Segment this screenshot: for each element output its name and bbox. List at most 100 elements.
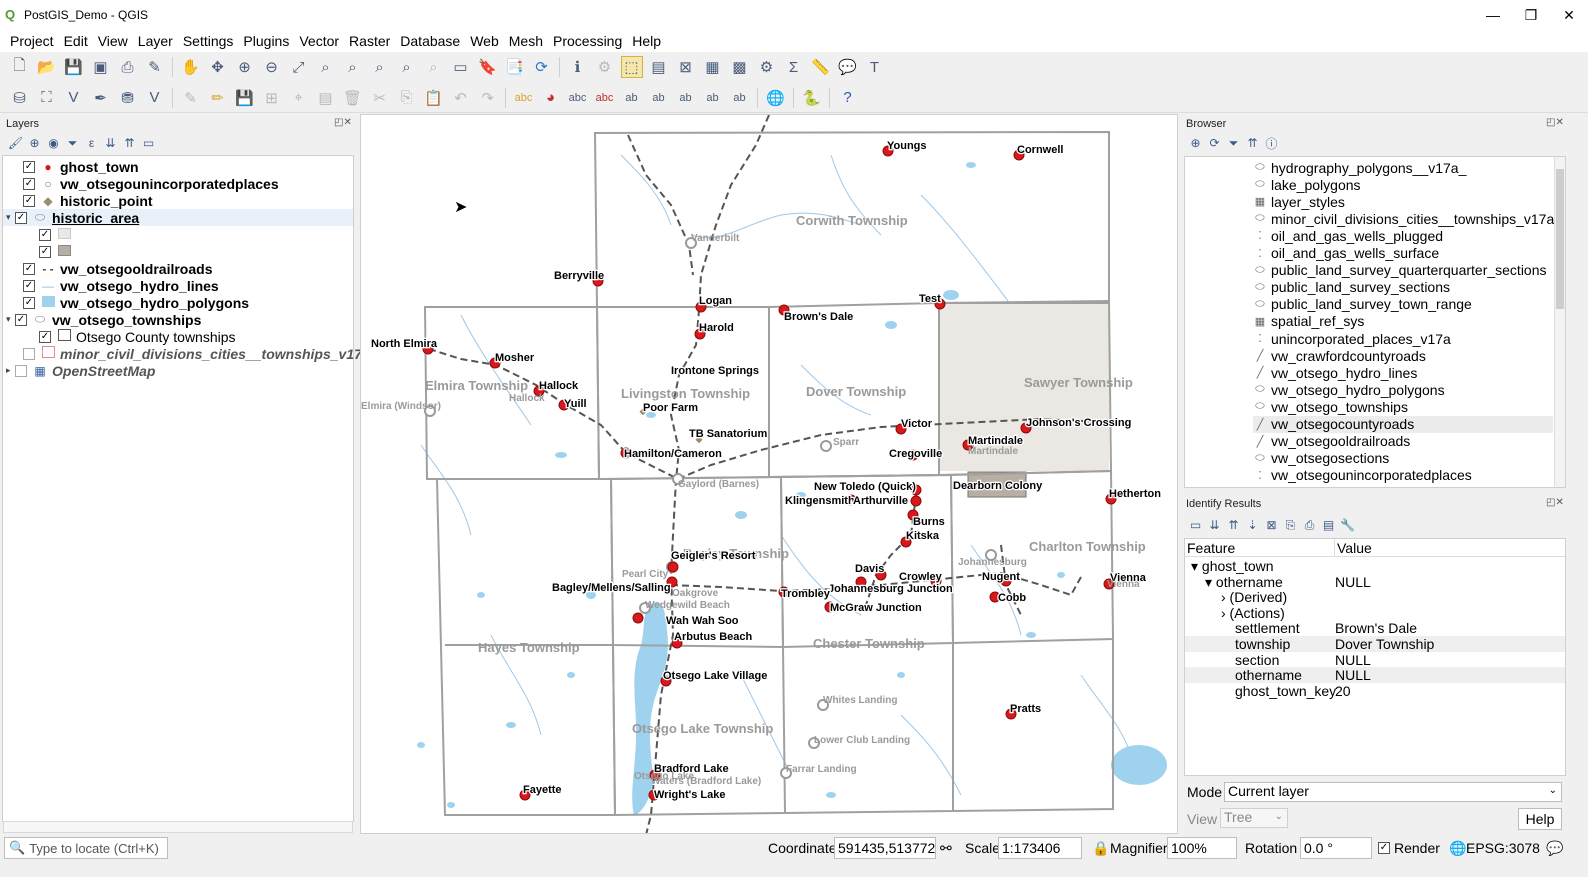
style-layer-icon[interactable]: 🖌 [7,136,24,150]
redo-icon[interactable]: ↷ [481,89,494,107]
save-project-icon[interactable]: 💾 [64,59,83,76]
magnifier-field[interactable]: 100% [1167,837,1237,859]
remove-layer-icon[interactable]: ▭ [142,136,155,150]
save-edits-icon[interactable]: 💾 [235,89,254,107]
measure-icon[interactable]: 📏 [811,59,830,76]
layers-horizontal-scrollbar[interactable] [3,821,353,833]
identify-row[interactable]: ▾ ghost_town [1185,558,1565,574]
close-button[interactable]: ✕ [1563,6,1575,23]
label-layer-icon[interactable]: abc [568,91,587,104]
lock-icon[interactable]: 🔒 [1092,840,1110,856]
menu-mesh[interactable]: Mesh [508,33,543,49]
zoom-next-icon[interactable]: ⌕ [429,58,438,76]
browser-item[interactable]: ⬭vw_otsego_hydro_polygons [1253,381,1444,398]
refresh-icon[interactable]: ⟳ [535,59,548,76]
pin-labels-icon[interactable]: ab [625,91,638,104]
menu-settings[interactable]: Settings [182,33,234,49]
help-button[interactable]: Help [1518,808,1562,830]
collapse-all-icon[interactable]: ⇈ [1247,136,1258,150]
save-as-icon[interactable]: ▣ [93,59,108,76]
browser-item[interactable]: ⬭vw_otsegosections [1253,450,1389,467]
add-group-icon[interactable]: ⊕ [29,136,40,150]
identify-panel-float-close[interactable]: ◰✕ [1546,497,1564,508]
layers-panel-float-close[interactable]: ◰✕ [334,117,352,128]
collapse-all-icon[interactable]: ⇈ [124,136,135,150]
menu-layer[interactable]: Layer [137,33,173,49]
menu-web[interactable]: Web [470,33,499,49]
delete-selected-icon[interactable]: 🗑 [342,89,363,107]
dearborn-colony-polygon[interactable] [967,471,1027,498]
copy-icon[interactable]: ⎘ [400,89,413,106]
identify-row[interactable]: › (Derived) [1185,589,1565,605]
print-layout-icon[interactable]: ⎙ [121,58,134,76]
open-form-icon[interactable]: ▭ [1189,518,1202,532]
browser-item[interactable]: ⁚oil_and_gas_wells_surface [1253,245,1439,262]
clear-results-icon[interactable]: ⊠ [1266,518,1277,532]
rotation-field[interactable]: 0.0 ° [1300,837,1372,859]
locator-search-input[interactable]: 🔍 Type to locate (Ctrl+K) [4,837,168,859]
crs-toggle-icon[interactable]: ⚯ [940,840,952,856]
paste-icon[interactable]: 📋 [424,89,443,107]
pan-icon[interactable]: ✋ [181,59,200,76]
layer-item-ghost-town[interactable]: ✓ ● ghost_town [11,158,139,175]
filter-icon[interactable]: ⏷ [1228,135,1239,150]
rotate-label-icon[interactable]: ab [706,91,719,104]
layer-checkbox[interactable]: ✓ [39,245,51,258]
browser-item[interactable]: ╱vw_otsegooldrailroads [1253,433,1411,450]
highlight-labels-icon[interactable]: abc [595,91,614,104]
zoom-in-icon[interactable]: ⊕ [238,59,251,76]
expand-new-icon[interactable]: ⇣ [1247,518,1258,532]
minimize-button[interactable]: — [1486,7,1500,23]
python-console-icon[interactable]: 🐍 [802,89,821,107]
menu-plugins[interactable]: Plugins [243,33,290,49]
layer-item-townships[interactable]: ▾✓ ⬭ vw_otsego_townships [6,311,202,328]
add-vector-icon[interactable]: V [68,89,79,106]
select-by-value-icon[interactable]: ▤ [651,59,666,76]
select-features-icon[interactable]: ▤ [1322,518,1335,532]
current-edits-icon[interactable]: ✎ [184,89,197,107]
text-annotation-icon[interactable]: T [869,58,880,76]
browser-item[interactable]: ╱vw_otsego_hydro_lines [1253,364,1418,381]
menu-database[interactable]: Database [400,33,461,49]
run-action-icon[interactable]: ⚙ [597,59,612,76]
townships-class[interactable]: ✓ Otsego County townships [39,328,236,345]
menu-vector[interactable]: Vector [299,33,340,49]
add-db-layer-icon[interactable]: ⛃ [121,89,134,107]
help-icon[interactable]: ? [843,89,852,106]
browser-item[interactable]: ⁚unincorporated_places_v17a [1253,330,1451,347]
layer-checkbox[interactable]: ✓ [39,330,51,343]
change-label-icon[interactable]: ab [733,91,746,104]
refresh-icon[interactable]: ⟳ [1209,136,1220,150]
filter-legend-icon[interactable]: ⏷ [67,135,78,150]
settings-icon[interactable]: 🔧 [1340,518,1355,532]
layer-checkbox[interactable] [23,347,35,360]
crs-label[interactable]: EPSG:3078 [1466,840,1540,856]
vertex-tool-icon[interactable]: ⌖ [294,89,303,106]
expand-tree-icon[interactable]: ⇊ [1209,518,1220,532]
menu-view[interactable]: View [97,33,128,49]
label-icon[interactable]: abc [514,91,533,104]
deselect-icon[interactable]: ⊠ [679,59,692,76]
menu-help[interactable]: Help [632,33,662,49]
layer-item-historic-point[interactable]: ✓ ◆ historic_point [11,192,153,209]
menu-processing[interactable]: Processing [553,33,623,49]
browser-item[interactable]: ⁚oil_and_gas_wells_plugged [1253,227,1443,244]
zoom-native-icon[interactable]: ⌕ [375,58,384,76]
browser-vertical-scrollbar[interactable] [1554,157,1565,487]
browser-item[interactable]: ⬭vw_otsego_townships [1253,398,1408,415]
pan-to-selection-icon[interactable]: ✥ [211,59,224,76]
browser-panel-float-close[interactable]: ◰✕ [1546,117,1564,128]
layer-item-hydro-polygons[interactable]: ✓ vw_otsego_hydro_polygons [11,294,249,311]
menu-project[interactable]: Project [10,33,54,49]
layer-item-historic-area[interactable]: ▾✓ ⬭ historic_area [3,209,353,226]
processing-toolbox-icon[interactable]: ⚙ [759,59,774,76]
browser-item[interactable]: ⬭public_land_survey_sections [1253,279,1450,296]
